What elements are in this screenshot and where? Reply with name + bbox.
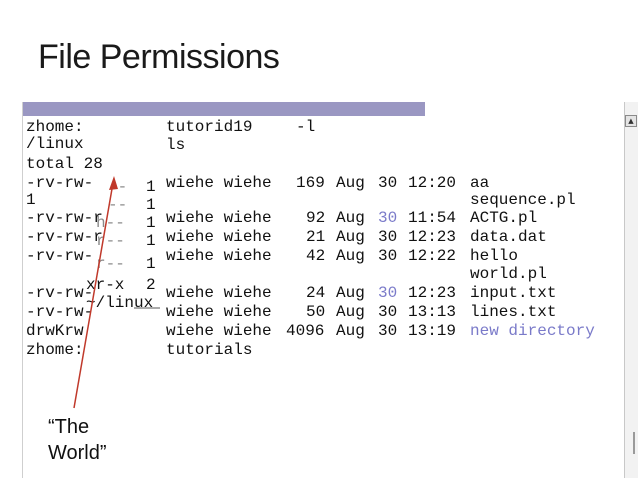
owner-cell: wiehe wiehe [166, 247, 272, 265]
month-cell: Aug [336, 228, 365, 246]
terminal-window[interactable]: ▲ [22, 102, 638, 478]
day-cell: 30 [378, 322, 398, 340]
command-flag: -l [296, 118, 316, 136]
month-cell: Aug [336, 303, 365, 321]
command-text: tutorid19 [166, 118, 253, 136]
time-cell: 12:23 [408, 284, 457, 302]
time-cell: 13:13 [408, 303, 457, 321]
owner-cell: wiehe wiehe [166, 322, 272, 340]
slide-title: File Permissions [38, 38, 280, 76]
annotation-label: “The World” [48, 414, 107, 466]
perm-row-4: -rv-rw- [26, 247, 94, 265]
directory-name[interactable]: new directory [470, 322, 595, 340]
perm-row-1b: 1 [26, 191, 36, 209]
perm-row-2: -rv-rw-r [26, 209, 103, 227]
filename-cell: world.pl [470, 265, 547, 283]
overlay-frag: 1 [146, 255, 156, 273]
size-cell: 4096 [286, 322, 325, 340]
overlay-frag: 2 [146, 276, 156, 294]
total-line: total 28 [26, 155, 103, 173]
overlay-frag: -- [108, 196, 128, 214]
owner-cell: wiehe wiehe [166, 284, 272, 302]
prompt-path: /linux [26, 135, 84, 153]
size-cell: 50 [306, 303, 326, 321]
perm-row-5: -rv-rw- [26, 284, 94, 302]
day-cell: 30 [378, 284, 398, 302]
day-cell: 30 [378, 228, 398, 246]
size-cell: 92 [306, 209, 326, 227]
size-cell: 42 [306, 247, 326, 265]
filename-cell: data.dat [470, 228, 547, 246]
month-cell: Aug [336, 247, 365, 265]
overlay-frag: 1 [146, 214, 156, 232]
owner-cell: wiehe wiehe [166, 209, 272, 227]
prompt-host-2: zhome: [26, 341, 84, 359]
filename-cell: aa [470, 174, 490, 192]
perm-row-3: -rv-rw-r [26, 228, 103, 246]
annotation-line-1: “The [48, 416, 90, 438]
filename-cell: lines.txt [470, 303, 557, 321]
month-cell: Aug [336, 209, 365, 227]
filename-cell: hello [470, 247, 519, 265]
time-cell: 11:54 [408, 209, 457, 227]
overlay-frag: r-- [96, 255, 125, 273]
terminal-title-bar[interactable] [23, 102, 425, 116]
time-cell: 12:23 [408, 228, 457, 246]
time-cell: 13:19 [408, 322, 457, 340]
size-cell: 169 [296, 174, 325, 192]
filename-cell: sequence.pl [470, 191, 576, 209]
owner-cell: wiehe wiehe [166, 303, 272, 321]
time-cell: 12:20 [408, 174, 457, 192]
command-text-2: tutorials [166, 341, 253, 359]
overlay-frag: 1 [146, 178, 156, 196]
command-ls: ls [166, 136, 186, 154]
perm-row-1: -rv-rw- [26, 174, 94, 192]
filename-cell: ACTG.pl [470, 209, 538, 227]
day-cell: 30 [378, 209, 398, 227]
scroll-up-arrow-icon[interactable]: ▲ [625, 115, 637, 127]
month-cell: Aug [336, 174, 365, 192]
scrollbar-marker [633, 432, 635, 454]
month-cell: Aug [336, 322, 365, 340]
filename-cell: input.txt [470, 284, 557, 302]
prompt-host: zhome: [26, 118, 84, 136]
time-cell: 12:22 [408, 247, 457, 265]
overlay-frag: 1 [146, 232, 156, 250]
day-cell: 30 [378, 303, 398, 321]
owner-cell: wiehe wiehe [166, 174, 272, 192]
day-cell: 30 [378, 174, 398, 192]
day-cell: 30 [378, 247, 398, 265]
owner-cell: wiehe wiehe [166, 228, 272, 246]
overlay-frag: h-- [96, 214, 125, 232]
size-cell: 24 [306, 284, 326, 302]
perm-row-7: drwKrw [26, 322, 84, 340]
month-cell: Aug [336, 284, 365, 302]
vertical-scrollbar[interactable]: ▲ [624, 102, 638, 478]
size-cell: 21 [306, 228, 326, 246]
perm-row-6: -rv-rw- [26, 303, 94, 321]
overlay-frag: 1 [146, 196, 156, 214]
annotation-line-2: World” [48, 442, 107, 464]
